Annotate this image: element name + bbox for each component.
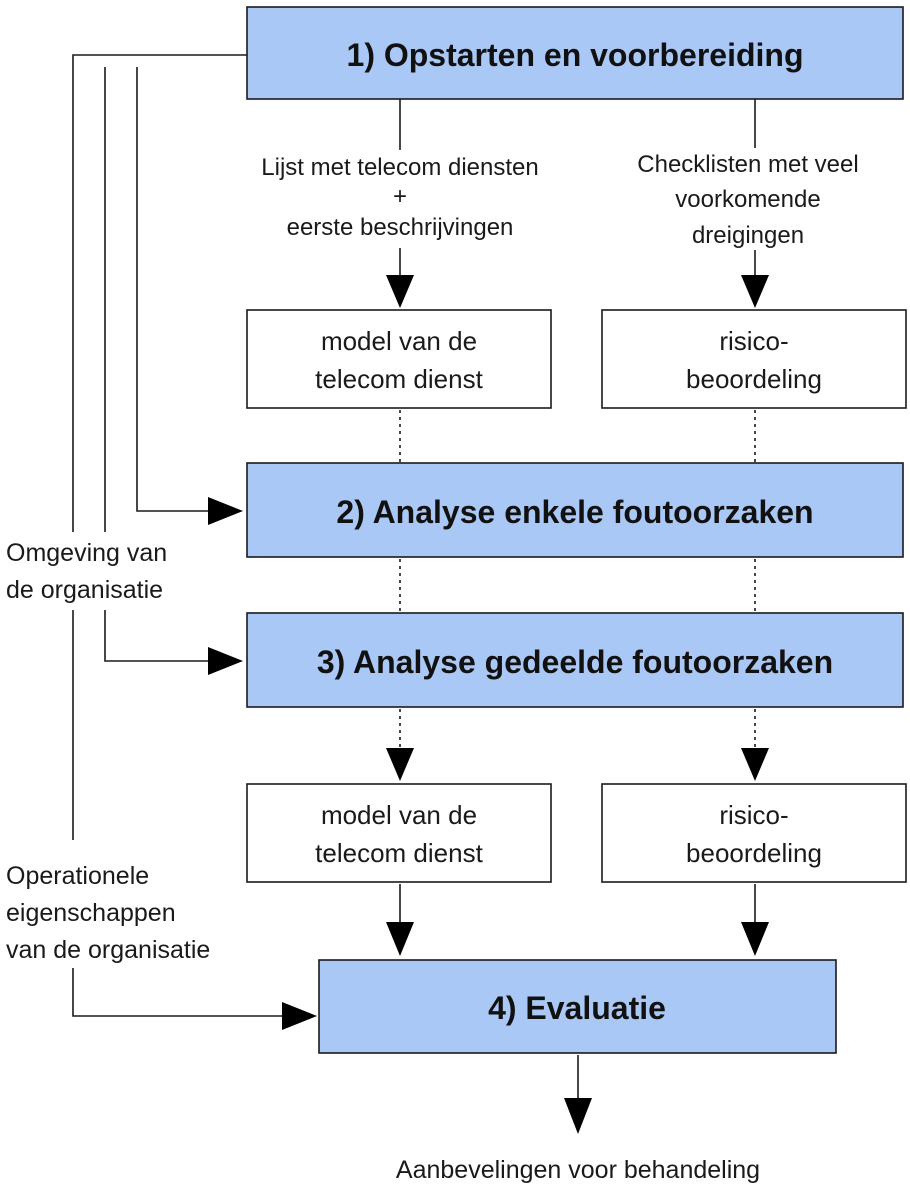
input-checklists-line-2: voorkomende <box>675 186 820 213</box>
output-model-top-line-2: telecom dienst <box>315 364 483 394</box>
feedback-line-inner <box>136 67 208 512</box>
output-model-bottom-line-1: model van de <box>321 800 477 830</box>
output-model-top: model van de telecom dienst <box>246 309 552 409</box>
output-risk-bottom-line-2: beoordeling <box>686 838 822 868</box>
output-model-bottom-line-2: telecom dienst <box>315 838 483 868</box>
input-telecom-list: Lijst met telecom diensten + eerste besc… <box>261 154 538 241</box>
input-checklists: Checklisten met veel voorkomende dreigin… <box>637 151 858 249</box>
result-label: Aanbevelingen voor behandeling <box>396 1156 760 1184</box>
output-risk-bottom-line-1: risico- <box>719 800 788 830</box>
arrow-head-icon <box>741 748 769 781</box>
step-4-label: 4) Evaluatie <box>488 990 666 1026</box>
output-model-top-line-1: model van de <box>321 326 477 356</box>
output-model-top-box <box>246 309 552 409</box>
step-1-node: 1) Opstarten en voorbereiding <box>246 6 904 100</box>
environment-label-line-2: de organisatie <box>6 576 163 604</box>
step-2-box <box>246 462 904 558</box>
arrow-head-icon <box>386 922 414 956</box>
feedback-line-outer-upper <box>72 54 247 532</box>
arrow-head-icon <box>564 1098 592 1134</box>
arrow-head-icon <box>741 275 769 308</box>
environment-label-line-1: Omgeving van <box>6 539 167 567</box>
output-model-bottom-box <box>246 783 552 883</box>
arrow-head-icon <box>282 1002 317 1030</box>
feedback-line-outer-lower <box>72 968 282 1017</box>
operational-label-line-1: Operationele <box>6 862 149 890</box>
step-2-node: 2) Analyse enkele foutoorzaken <box>246 462 904 558</box>
environment-label: Omgeving van de organisatie <box>6 539 167 604</box>
step-4-node: 4) Evaluatie <box>318 959 837 1054</box>
input-checklists-line-1: Checklisten met veel <box>637 151 858 178</box>
output-risk-bottom: risico- beoordeling <box>601 783 907 883</box>
step-3-node: 3) Analyse gedeelde foutoorzaken <box>246 612 904 708</box>
operational-label-line-3: van de organisatie <box>6 936 210 964</box>
operational-label-line-2: eigenschappen <box>6 899 176 927</box>
output-risk-top-line-1: risico- <box>719 326 788 356</box>
arrow-head-icon <box>741 922 769 956</box>
step-4-box <box>318 959 837 1054</box>
arrow-head-icon <box>386 748 414 781</box>
input-telecom-line-3: eerste beschrijvingen <box>287 214 514 241</box>
input-checklists-line-3: dreigingen <box>692 222 804 249</box>
output-risk-top: risico- beoordeling <box>601 309 907 409</box>
input-telecom-line-2: + <box>393 183 407 210</box>
input-telecom-line-1: Lijst met telecom diensten <box>261 154 538 181</box>
arrow-head-icon <box>208 647 243 675</box>
arrow-head-icon <box>208 497 243 525</box>
step-2-label: 2) Analyse enkele foutoorzaken <box>336 494 813 530</box>
step-1-label: 1) Opstarten en voorbereiding <box>347 37 804 73</box>
output-risk-top-line-2: beoordeling <box>686 364 822 394</box>
step-3-label: 3) Analyse gedeelde foutoorzaken <box>317 644 833 680</box>
step-1-box <box>246 6 904 100</box>
arrow-head-icon <box>386 275 414 308</box>
output-model-bottom: model van de telecom dienst <box>246 783 552 883</box>
output-risk-bottom-box <box>601 783 907 883</box>
operational-label: Operationele eigenschappen van de organi… <box>6 862 210 964</box>
output-risk-top-box <box>601 309 907 409</box>
feedback-line-middle-lower <box>104 610 208 662</box>
step-3-box <box>246 612 904 708</box>
